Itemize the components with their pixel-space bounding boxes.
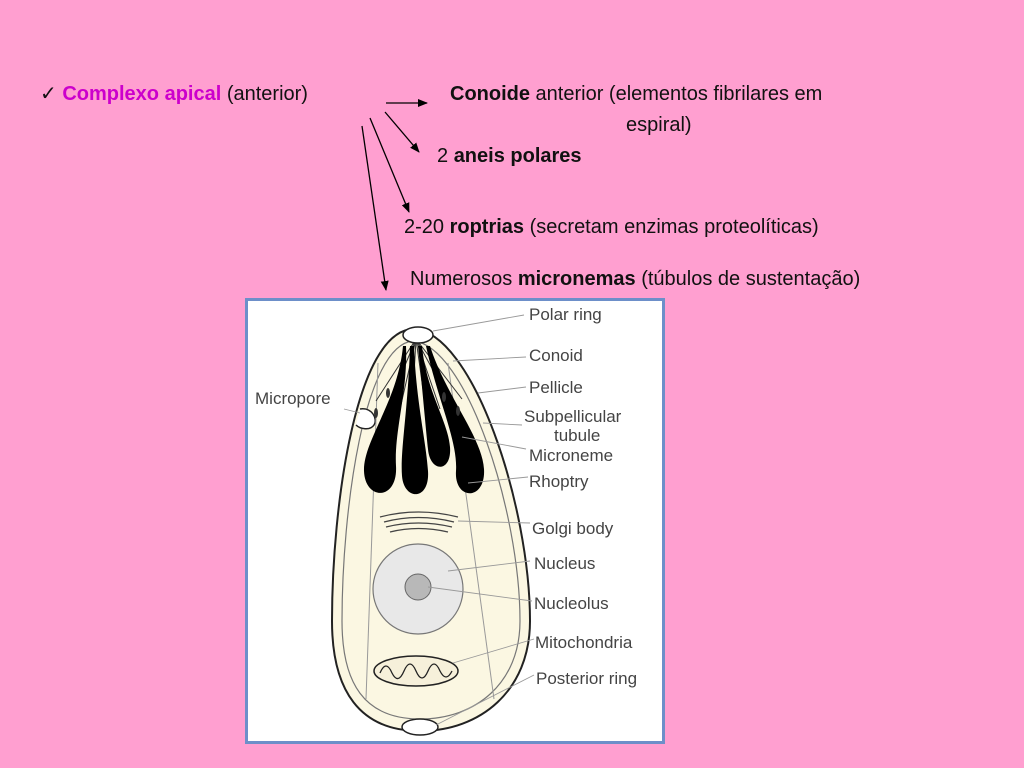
label-conoid: Conoid — [529, 346, 583, 365]
conoide-item: Conoide anterior (elementos fibrilares e… — [450, 82, 822, 106]
micronemas-desc: (túbulos de sustentação) — [635, 268, 861, 290]
subpellicular-tubule-left — [365, 362, 379, 700]
checkmark-icon: ✓ — [40, 83, 57, 105]
roptrias-term: roptrias — [449, 216, 525, 238]
micronemas-prefix: Numerosos — [410, 268, 518, 290]
roptrias-desc: (secretam enzimas proteolíticas) — [524, 216, 819, 238]
rhoptries — [363, 346, 485, 495]
conoide-desc-line2: espiral) — [626, 114, 692, 136]
cell-illustration: Polar ring Conoid Pellicle Micropore Sub… — [255, 305, 637, 736]
roptrias-item: 2-20 roptrias (secretam enzimas proteolí… — [404, 215, 819, 239]
label-nucleolus: Nucleolus — [534, 594, 609, 613]
aneis-prefix: 2 — [437, 145, 454, 167]
micronemas-item: Numerosos micronemas (túbulos de sustent… — [410, 267, 860, 291]
polar-ring-structure — [402, 326, 434, 344]
label-microneme: Microneme — [529, 446, 613, 465]
posterior-ring-structure — [401, 718, 439, 736]
roptrias-prefix: 2-20 — [404, 216, 450, 238]
arrow-to-roptrias — [369, 117, 410, 213]
anterior-note: (anterior) — [221, 83, 308, 105]
arrow-to-micronemas — [361, 125, 389, 291]
aneis-term: aneis polares — [453, 145, 582, 167]
nucleolus-structure — [404, 573, 432, 601]
apicomplexa-diagram: Polar ring Conoid Pellicle Micropore Sub… — [245, 298, 665, 744]
mitochondrion-structure — [373, 655, 459, 687]
conoide-term: Conoide — [450, 83, 530, 105]
micronemes — [374, 388, 460, 418]
label-mitochondria: Mitochondria — [535, 633, 633, 652]
label-subpellicular: Subpellicular — [524, 407, 622, 426]
label-rhoptry: Rhoptry — [529, 472, 589, 491]
leader-lines — [343, 314, 535, 726]
label-nucleus: Nucleus — [534, 554, 595, 573]
micronemas-term: micronemas — [517, 268, 636, 290]
label-polar-ring: Polar ring — [529, 305, 602, 324]
label-golgi: Golgi body — [532, 519, 614, 538]
label-pellicle: Pellicle — [529, 378, 583, 397]
bullet-line: ✓ Complexo apical (anterior) — [40, 82, 308, 106]
golgi-stack — [379, 511, 459, 533]
label-micropore: Micropore — [255, 389, 331, 408]
label-posterior-ring: Posterior ring — [536, 669, 637, 688]
label-tubule: tubule — [554, 426, 600, 445]
arrow-to-aneis — [384, 111, 420, 153]
aneis-item: 2 aneis polares — [437, 144, 582, 168]
micropore-structure — [355, 408, 376, 430]
complexo-apical-term: Complexo apical — [62, 83, 222, 105]
conoide-desc: anterior (elementos fibrilares em — [530, 83, 823, 105]
